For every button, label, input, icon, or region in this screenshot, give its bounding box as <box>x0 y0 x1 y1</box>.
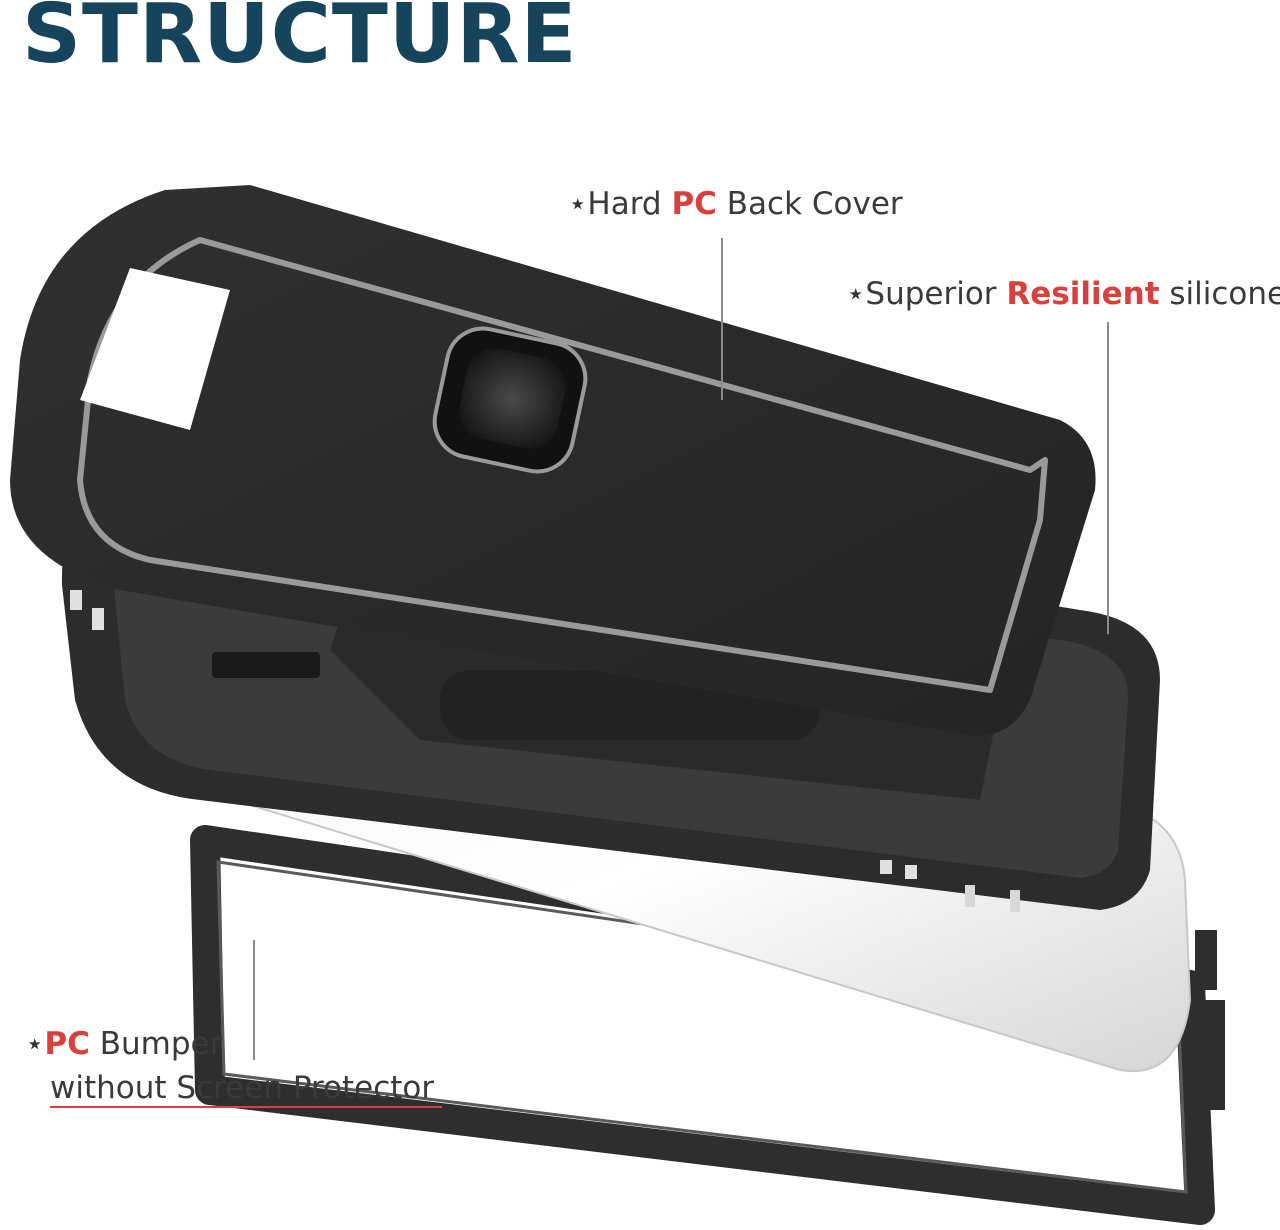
star-icon: ⋆ <box>846 276 866 312</box>
leader-line-bumper <box>253 940 255 1060</box>
leader-line-back-cover <box>721 238 723 400</box>
leader-line-silicone <box>1107 322 1109 634</box>
hard-back-cover <box>10 185 1096 736</box>
label-bumper-subtitle: without Screen Protector <box>50 1070 435 1106</box>
label-bumper: ⋆PC Bumper <box>25 1026 223 1062</box>
bumper-underline <box>50 1106 442 1108</box>
star-icon: ⋆ <box>568 186 588 222</box>
page-title: STRUCTURE <box>22 0 578 82</box>
star-icon: ⋆ <box>25 1026 45 1062</box>
label-silicone: ⋆Superior Resilient silicone <box>846 276 1280 312</box>
ring-holder-icon <box>432 326 588 474</box>
label-back-cover: ⋆Hard PC Back Cover <box>568 186 903 222</box>
side-ports <box>70 590 1020 912</box>
